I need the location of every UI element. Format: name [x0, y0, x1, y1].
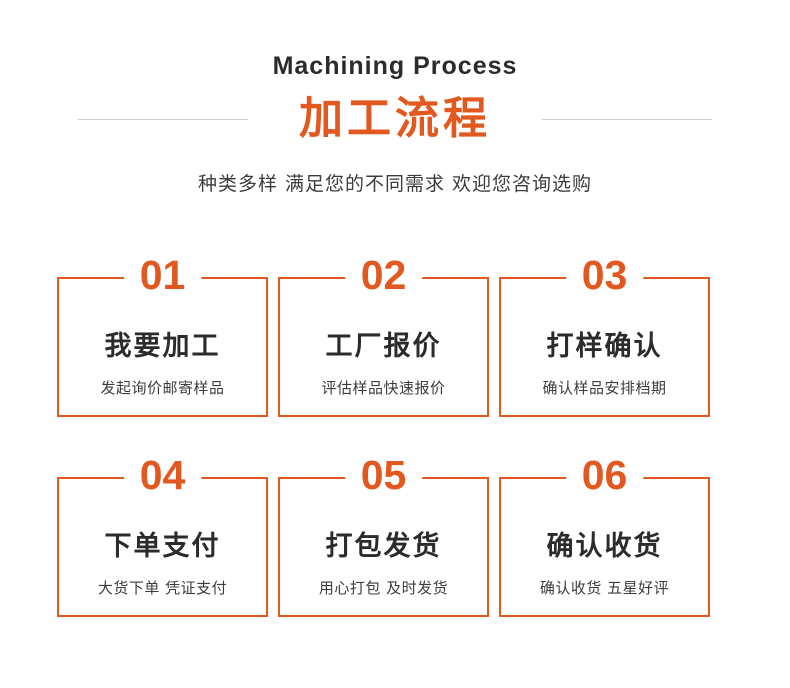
step-description: 用心打包 及时发货 — [318, 579, 449, 597]
step-card-04: 04 下单支付 大货下单 凭证支付 — [57, 447, 268, 617]
step-description: 确认收货 五星好评 — [539, 579, 670, 597]
step-description: 大货下单 凭证支付 — [97, 579, 228, 597]
step-title: 打样确认 — [546, 331, 663, 362]
page-subtitle: 种类多样 满足您的不同需求 欢迎您咨询选购 — [197, 173, 593, 195]
step-title: 下单支付 — [104, 531, 221, 562]
step-description: 发起询价邮寄样品 — [100, 379, 225, 397]
title-english: Machining Process — [272, 52, 518, 80]
title-row: 加工流程 — [0, 91, 790, 147]
step-number: 03 — [565, 247, 644, 303]
step-card-05: 05 打包发货 用心打包 及时发货 — [278, 447, 489, 617]
step-card-03: 03 打样确认 确认样品安排档期 — [499, 247, 710, 417]
step-description: 评估样品快速报价 — [321, 379, 446, 397]
step-card-02: 02 工厂报价 评估样品快速报价 — [278, 247, 489, 417]
divider-right — [542, 119, 712, 120]
step-card-06: 06 确认收货 确认收货 五星好评 — [499, 447, 710, 617]
step-title: 打包发货 — [325, 531, 442, 562]
step-number: 05 — [344, 447, 423, 503]
steps-grid: 01 我要加工 发起询价邮寄样品 02 工厂报价 评估样品快速报价 03 打样确… — [57, 247, 733, 617]
step-card-01: 01 我要加工 发起询价邮寄样品 — [57, 247, 268, 417]
page-header: Machining Process 加工流程 种类多样 满足您的不同需求 欢迎您… — [0, 0, 790, 196]
divider-left — [78, 119, 248, 120]
step-number: 06 — [565, 447, 644, 503]
title-chinese: 加工流程 — [299, 93, 491, 144]
step-number: 01 — [123, 247, 202, 303]
step-number: 02 — [344, 247, 423, 303]
step-description: 确认样品安排档期 — [542, 379, 667, 397]
step-number: 04 — [123, 447, 202, 503]
step-title: 我要加工 — [104, 331, 221, 362]
step-title: 工厂报价 — [325, 331, 442, 362]
step-title: 确认收货 — [546, 531, 663, 562]
